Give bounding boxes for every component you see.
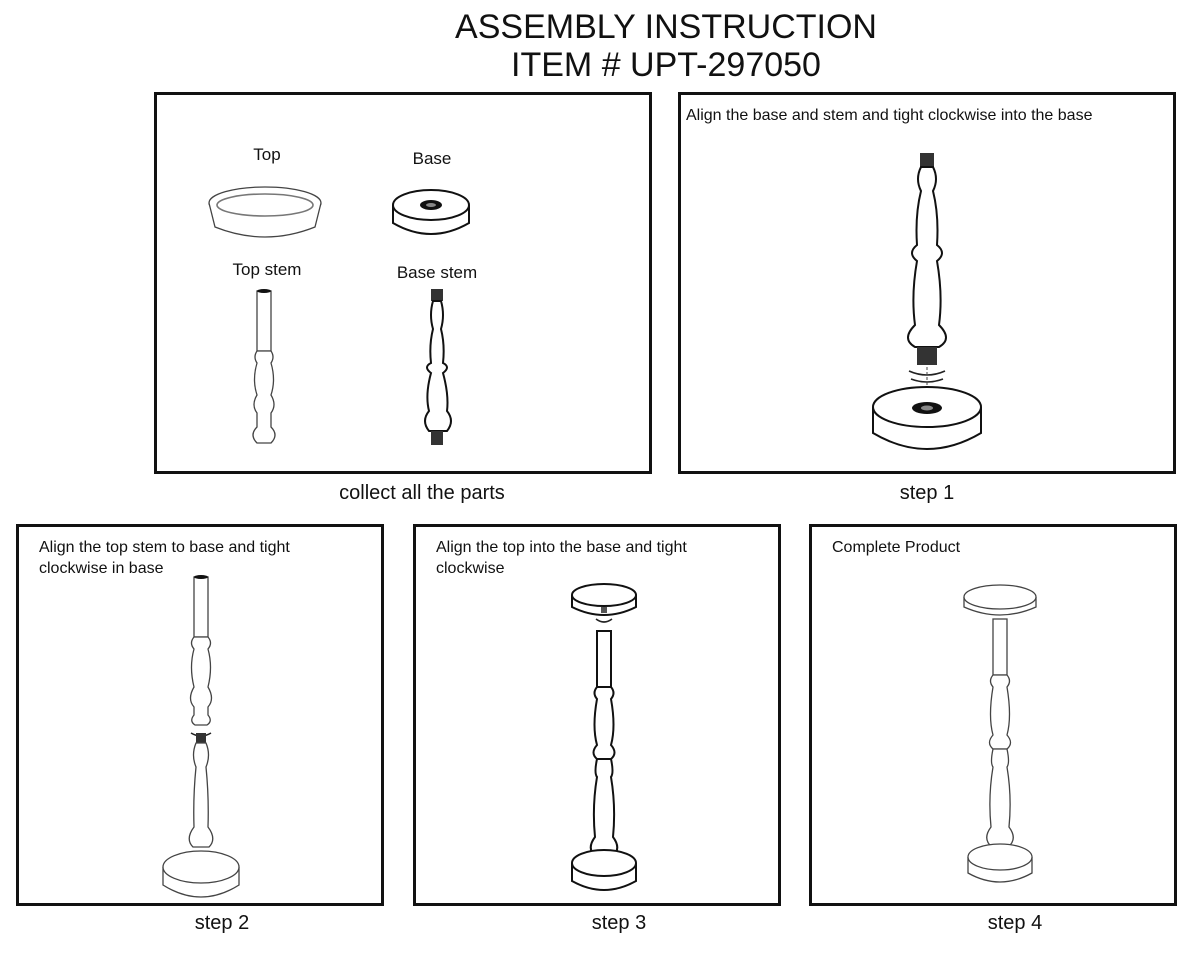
step4-caption: step 4 bbox=[987, 912, 1043, 934]
step2-instruction-line2: clockwise in base bbox=[39, 560, 164, 577]
part-label-base: Base bbox=[412, 149, 452, 168]
step1-illustration bbox=[872, 153, 982, 450]
part-label-top: Top bbox=[253, 145, 281, 164]
step3-instruction-line2: clockwise bbox=[436, 560, 505, 577]
step1-caption: step 1 bbox=[899, 482, 955, 504]
parts-illustration bbox=[208, 186, 470, 445]
step2-base-stem-drawing bbox=[188, 733, 214, 848]
step3-illustration bbox=[571, 583, 637, 891]
complete-product-drawing bbox=[963, 584, 1037, 883]
step3-stem-drawing bbox=[589, 630, 619, 858]
page-title: ASSEMBLY INSTRUCTION bbox=[455, 8, 877, 46]
part-label-base-stem: Base stem bbox=[396, 263, 478, 282]
part-label-top-stem: Top stem bbox=[232, 260, 302, 279]
step4-illustration bbox=[963, 584, 1037, 883]
step1-stem-drawing bbox=[907, 153, 947, 365]
step2-top-stem-drawing bbox=[189, 575, 213, 726]
base-disc-drawing bbox=[392, 189, 470, 235]
rotation-arrow-icon bbox=[595, 607, 613, 623]
step3-top-tray-drawing bbox=[571, 583, 637, 616]
step3-panel: Align the top into the base and tight cl… bbox=[413, 524, 781, 906]
step3-instruction-line1: Align the top into the base and tight bbox=[436, 539, 687, 556]
step1-base-drawing bbox=[872, 386, 982, 450]
top-stem-drawing bbox=[252, 289, 276, 444]
step4-instruction: Complete Product bbox=[832, 539, 961, 556]
parts-caption: collect all the parts bbox=[339, 482, 505, 504]
step2-illustration bbox=[162, 575, 240, 898]
step2-caption: step 2 bbox=[194, 912, 250, 934]
parts-panel: Top Base Top stem Base stem bbox=[154, 92, 652, 474]
top-tray-drawing bbox=[208, 186, 322, 238]
item-number: ITEM # UPT-297050 bbox=[511, 46, 821, 84]
base-stem-drawing bbox=[424, 289, 452, 445]
step4-panel: Complete Product bbox=[809, 524, 1177, 906]
step2-instruction-line1: Align the top stem to base and tight bbox=[39, 539, 290, 556]
step1-instruction: Align the base and stem and tight clockw… bbox=[686, 107, 1093, 124]
step2-base-drawing bbox=[162, 850, 240, 898]
step1-panel: Align the base and stem and tight clockw… bbox=[678, 92, 1176, 474]
step3-base-drawing bbox=[571, 849, 637, 891]
step3-caption: step 3 bbox=[591, 912, 647, 934]
step2-panel: Align the top stem to base and tight clo… bbox=[16, 524, 384, 906]
